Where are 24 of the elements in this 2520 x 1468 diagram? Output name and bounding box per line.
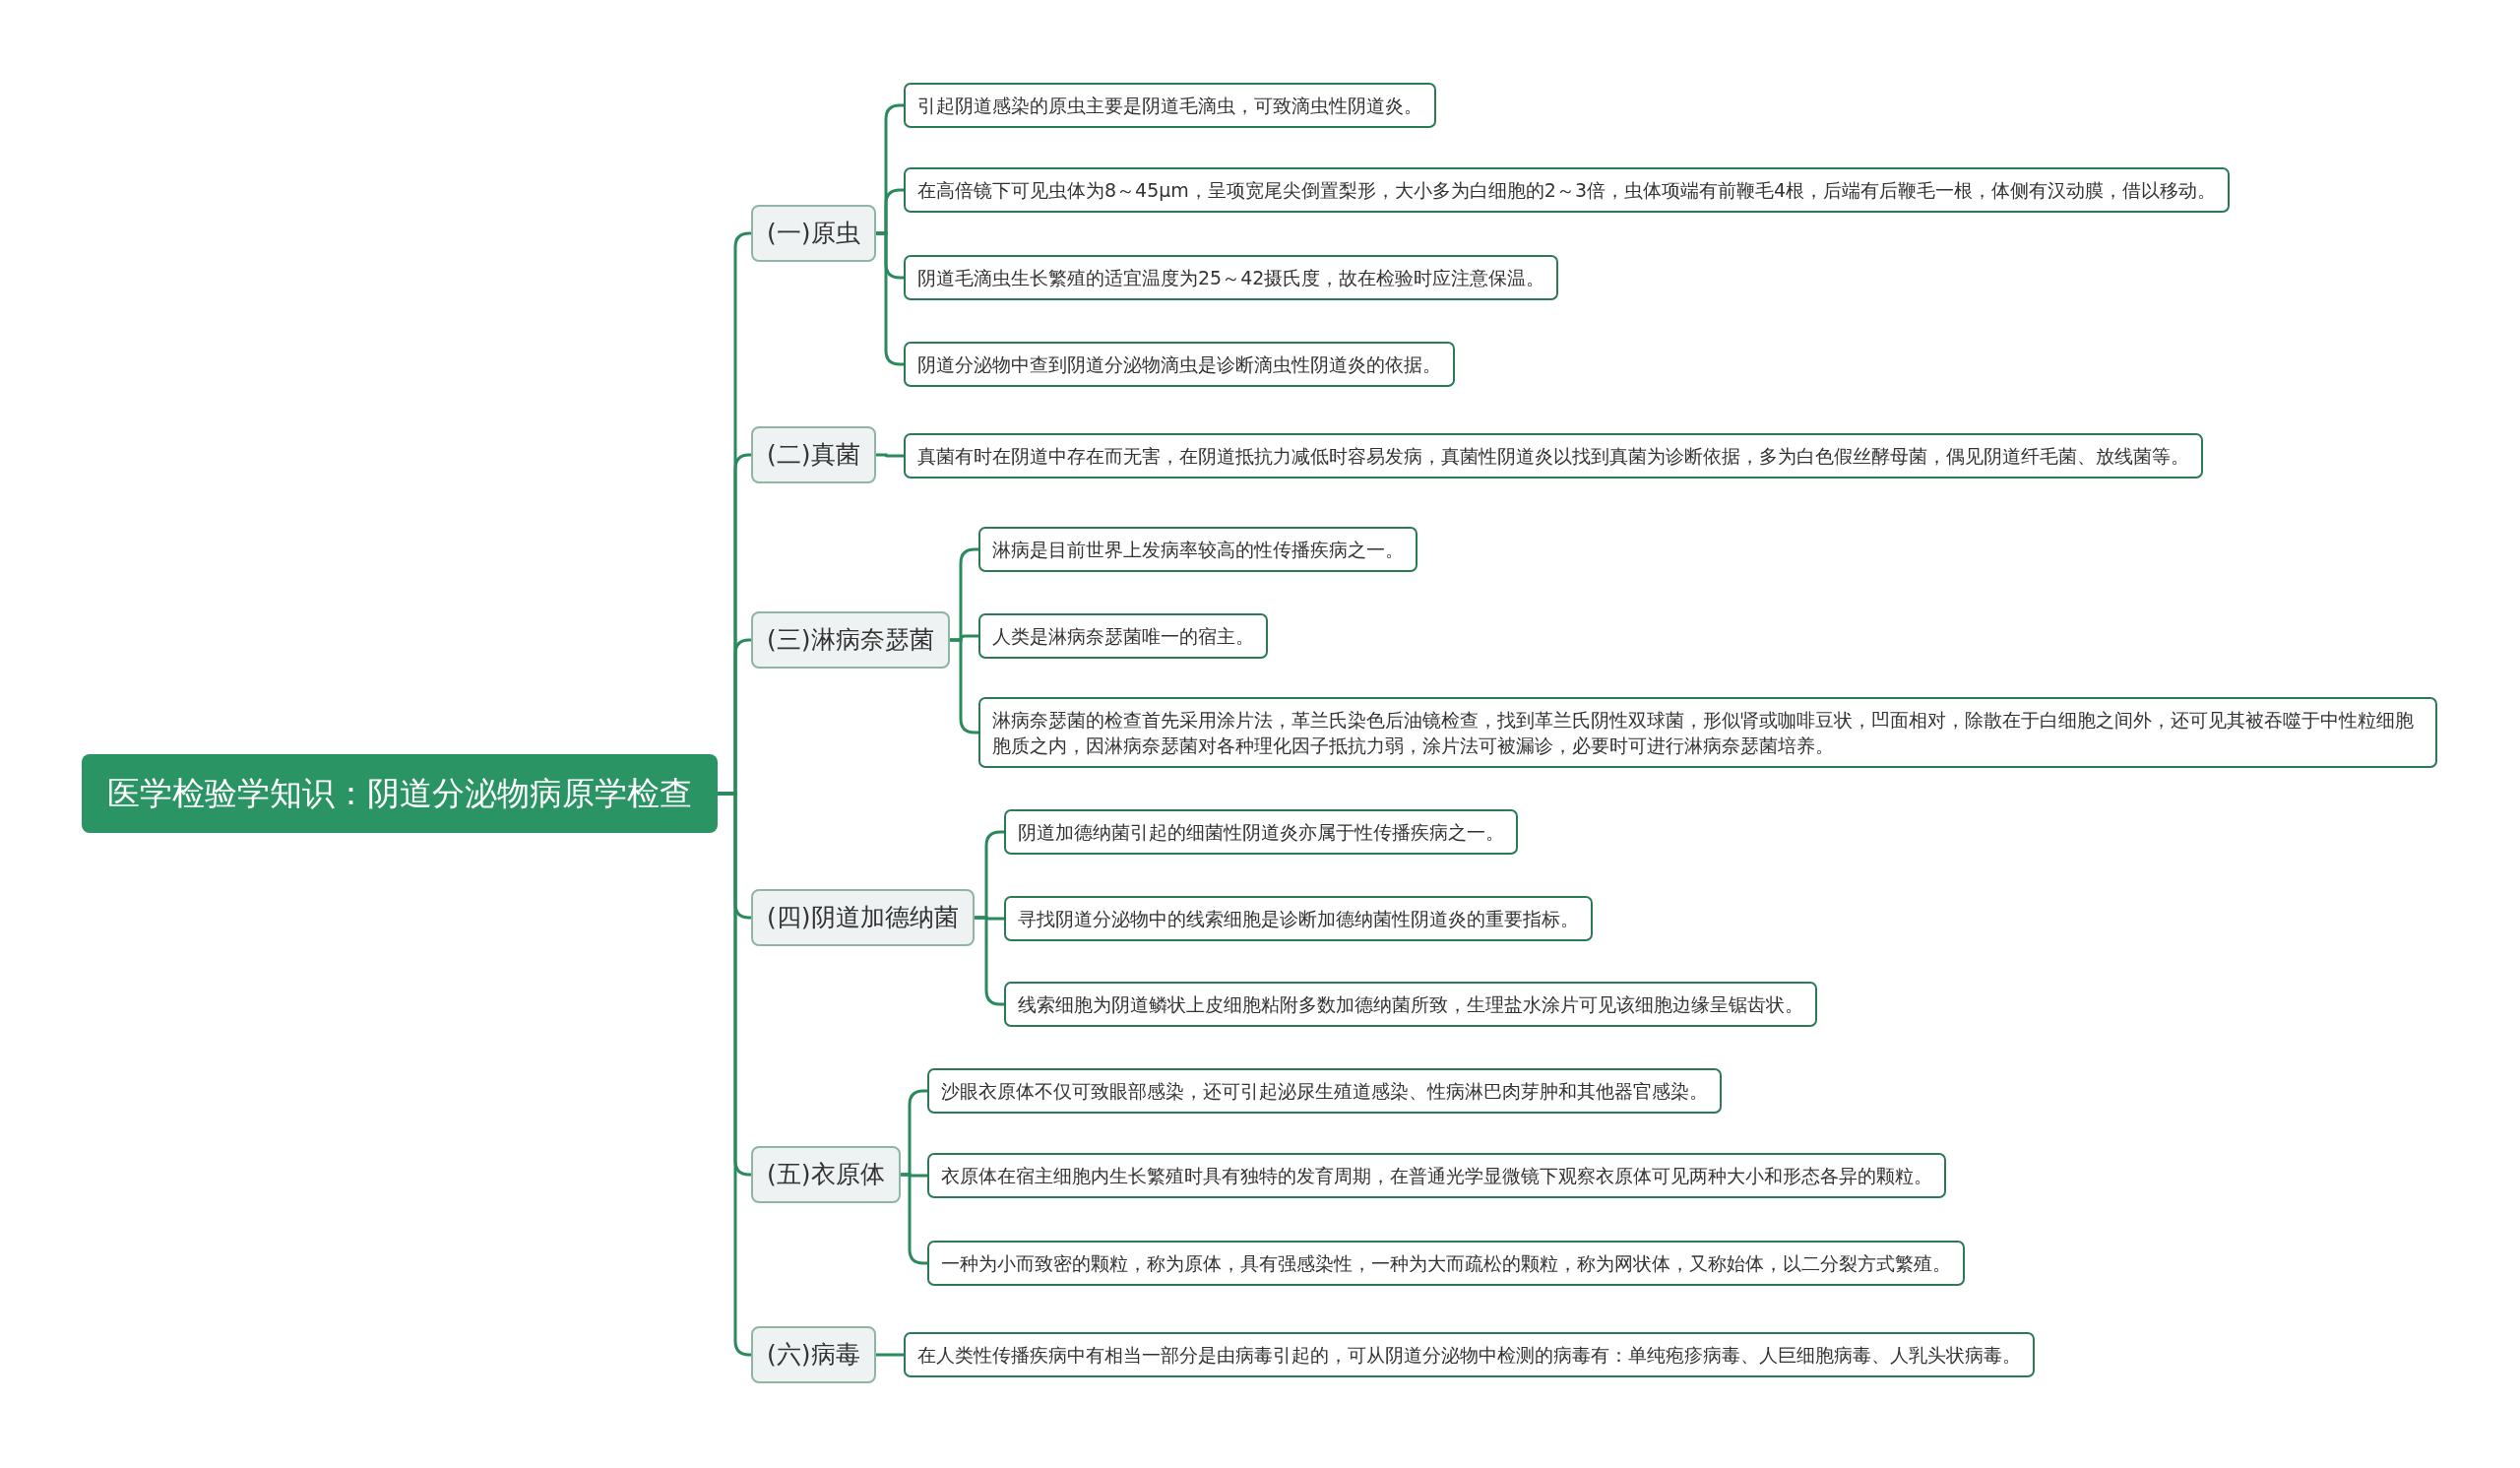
note-box: 在高倍镜下可见虫体为8～45μm，呈项宽尾尖倒置梨形，大小多为白细胞的2～3倍，虫体项端有前鞭毛4根，后端有后鞭毛一根，体侧有汉动膜，借以移动。	[904, 167, 2231, 213]
note-box: 阴道分泌物中查到阴道分泌物滴虫是诊断滴虫性阴道炎的依据。	[904, 342, 1455, 387]
note-box: 线索细胞为阴道鳞状上皮细胞粘附多数加德纳菌所致，生理盐水涂片可见该细胞边缘呈锯齿状。	[1004, 982, 1817, 1027]
connector-line	[875, 453, 904, 458]
topic-box: (四)阴道加德纳菌	[751, 889, 975, 946]
note-box: 寻找阴道分泌物中的线索细胞是诊断加德纳菌性阴道炎的重要指标。	[1004, 896, 1593, 941]
note-box: 淋病是目前世界上发病率较高的性传播疾病之一。	[978, 527, 1418, 572]
topic-box: (三)淋病奈瑟菌	[751, 611, 950, 669]
note-box: 在人类性传播疾病中有相当一部分是由病毒引起的，可从阴道分泌物中检测的病毒有：单纯疱疹病毒、人巨细胞病毒、人乳头状病毒。	[904, 1332, 2035, 1377]
root-topic-box: 医学检验学知识：阴道分泌物病原学检查	[82, 754, 718, 833]
topic-box: (六)病毒	[751, 1326, 876, 1383]
topic-box: (五)衣原体	[751, 1146, 901, 1203]
connector-line	[875, 1353, 904, 1357]
topic-box: (一)原虫	[751, 205, 876, 262]
note-box: 真菌有时在阴道中存在而无害，在阴道抵抗力减低时容易发病，真菌性阴道炎以找到真菌为诊断依据，多为白色假丝酵母菌，偶见阴道纤毛菌、放线菌等。	[904, 433, 2203, 479]
note-box: 人类是淋病奈瑟菌唯一的宿主。	[978, 613, 1268, 659]
note-box: 一种为小而致密的颗粒，称为原体，具有强感染性，一种为大而疏松的颗粒，称为网状体，又称始体，以二分裂方式繁殖。	[927, 1241, 1965, 1286]
note-box: 阴道毛滴虫生长繁殖的适宜温度为25～42摄氏度，故在检验时应注意保温。	[904, 255, 1559, 300]
note-box: 引起阴道感染的原虫主要是阴道毛滴虫，可致滴虫性阴道炎。	[904, 83, 1436, 128]
topic-box: (二)真菌	[751, 426, 876, 483]
note-box: 淋病奈瑟菌的检查首先采用涂片法，革兰氏染色后油镜检查，找到革兰氏阴性双球菌，形似肾或咖啡豆状，凹面相对，除散在于白细胞之间外，还可见其被吞噬于中性粒细胞胞质之内，因淋病奈瑟菌对各种理化因子抵抗力弱，涂片法可被漏诊，必要时可进行淋病奈瑟菌培养。	[978, 697, 2437, 768]
note-box: 阴道加德纳菌引起的细菌性阴道炎亦属于性传播疾病之一。	[1004, 809, 1518, 855]
note-box: 衣原体在宿主细胞内生长繁殖时具有独特的发育周期，在普通光学显微镜下观察衣原体可见两种大小和形态各异的颗粒。	[927, 1153, 1946, 1198]
note-box: 沙眼衣原体不仅可致眼部感染，还可引起泌尿生殖道感染、性病淋巴肉芽肿和其他器官感染。	[927, 1068, 1722, 1114]
